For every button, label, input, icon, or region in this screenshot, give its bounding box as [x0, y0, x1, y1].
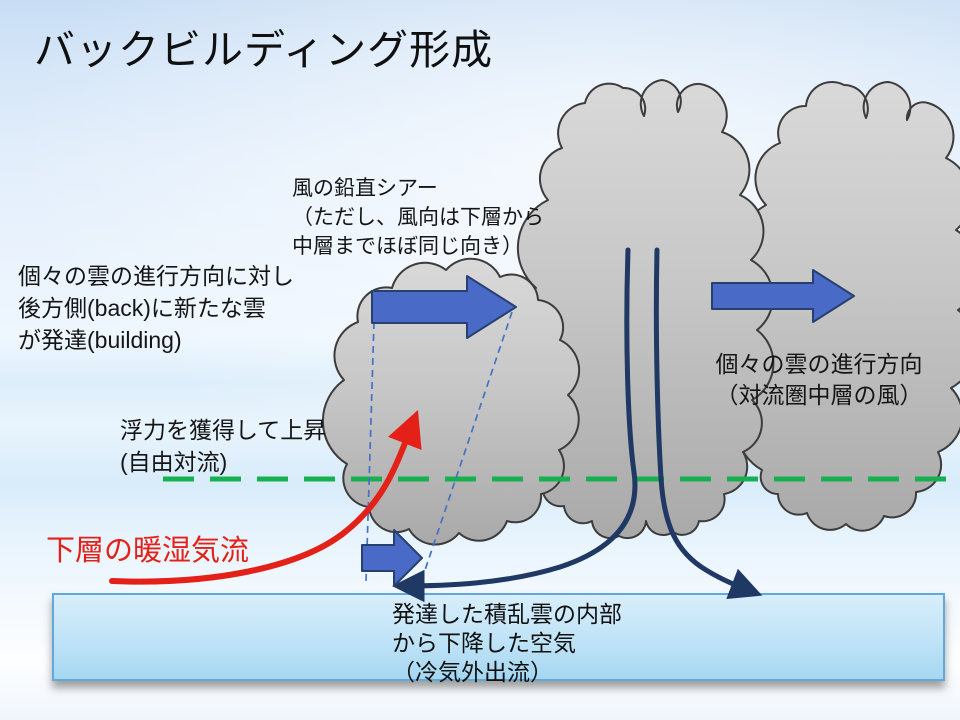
back-building-label: 個々の雲の進行方向に対し 後方側(back)に新たな雲 が発達(building… — [18, 260, 294, 356]
cloud-motion-label: 個々の雲の進行方向 （対流圏中層の風） — [688, 349, 950, 411]
cloud-motion-line2: （対流圏中層の風） — [715, 382, 923, 408]
wind-shear-line2: （ただし、風向は下層から — [292, 206, 544, 229]
back-building-line2: 後方側(back)に新たな雲 — [18, 295, 266, 321]
slide-title: バックビルディング形成 — [34, 27, 494, 73]
wind-shear-line3: 中層までほぼ同じ向き） — [292, 235, 523, 258]
cold-outflow-box: 発達した積乱雲の内部 から下降した空気 （冷気外出流） — [52, 593, 945, 685]
cold-outflow-text: 発達した積乱雲の内部 から下降した空気 （冷気外出流） — [392, 600, 622, 687]
back-building-line3: が発達(building) — [18, 327, 182, 353]
buoyancy-line1: 浮力を獲得して上昇 — [120, 417, 327, 443]
wind-shear-label: 風の鉛直シアー （ただし、風向は下層から 中層までほぼ同じ向き） — [292, 174, 544, 261]
cloud-motion-line1: 個々の雲の進行方向 — [715, 351, 923, 377]
wind-shear-line1: 風の鉛直シアー — [292, 177, 438, 200]
buoyancy-label: 浮力を獲得して上昇 (自由対流) — [120, 414, 326, 478]
warm-moist-inflow-label: 下層の暖湿気流 — [46, 535, 250, 567]
cold-outflow-line2: から下降した空気 — [392, 630, 576, 656]
buoyancy-line2: (自由対流) — [120, 449, 228, 475]
back-building-line1: 個々の雲の進行方向に対し — [18, 263, 294, 289]
cold-outflow-line3: （冷気外出流） — [392, 659, 553, 685]
cold-outflow-line1: 発達した積乱雲の内部 — [392, 601, 622, 627]
